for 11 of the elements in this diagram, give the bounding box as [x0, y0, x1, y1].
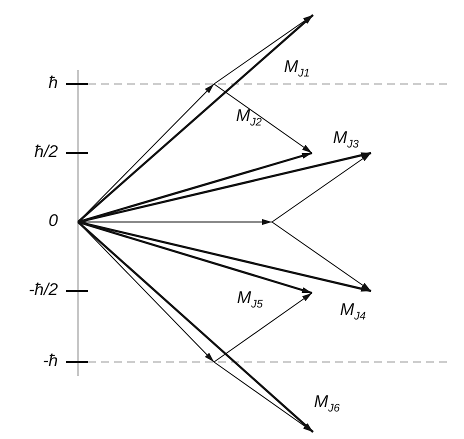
vector-label: M$_{J6}$ [314, 393, 340, 416]
vector-label: M$_{J2}$ [236, 107, 262, 130]
vector-label: M$_{J3}$ [333, 129, 359, 152]
axis-tick-label: 0 [48, 212, 58, 230]
axis-tick-label: ħ/2 [34, 143, 58, 161]
vector-label: M$_{J1}$ [284, 58, 310, 82]
vector-label: M$_{J4}$ [340, 301, 366, 324]
axis-tick-label: -ħ/2 [28, 281, 58, 299]
vector-label: M$_{J5}$ [237, 289, 263, 312]
axis-tick-label: ħ [48, 74, 58, 92]
axis-tick-label: -ħ [42, 352, 58, 370]
